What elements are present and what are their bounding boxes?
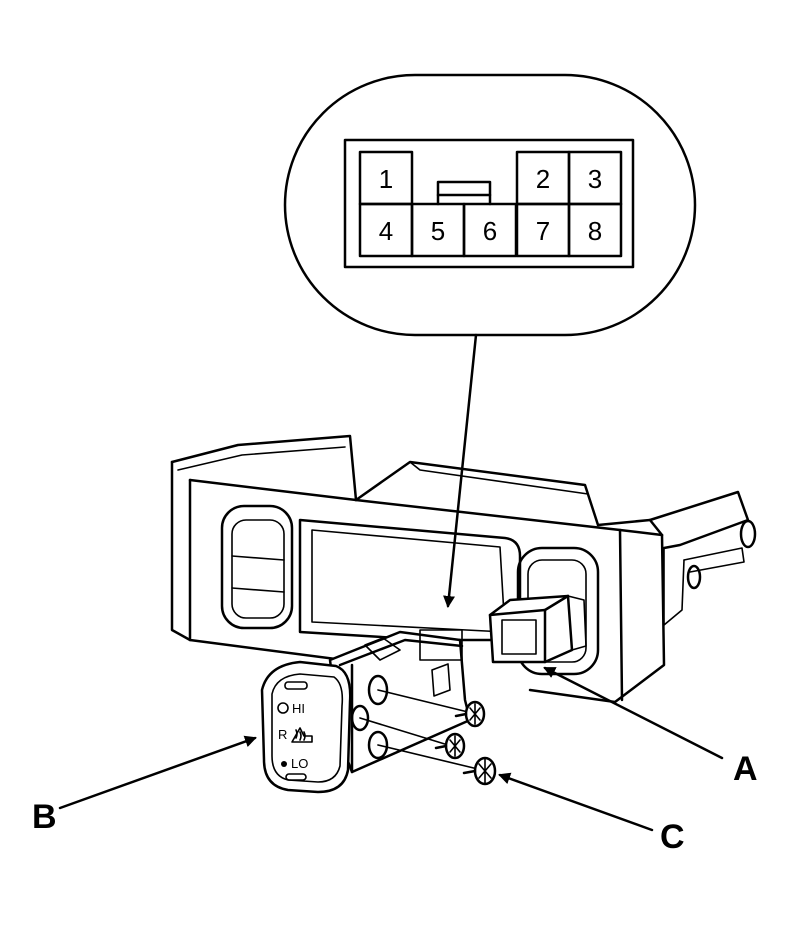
screw-upper <box>454 700 486 728</box>
pin-cell-8 <box>567 202 623 258</box>
screw-lower <box>462 756 497 786</box>
pin-label-7: 7 <box>536 216 550 246</box>
pin-label-5: 5 <box>431 216 445 246</box>
callout-arrow-a <box>543 666 724 760</box>
callout-label-a: A <box>733 750 758 788</box>
seat-heater-switch-b: HI R LO <box>260 629 472 794</box>
switch-lo-label: LO <box>291 756 308 771</box>
pin-label-2: 2 <box>536 164 550 194</box>
callout-arrow-c <box>498 772 654 832</box>
pin-label-4: 4 <box>379 216 393 246</box>
inset-bubble <box>283 73 697 337</box>
screw-middle <box>434 732 466 760</box>
callout-label-b: B <box>32 798 57 836</box>
connector-housing <box>343 138 635 269</box>
switch-rear-label: R <box>278 727 287 742</box>
switch-hi-label: HI <box>292 701 305 716</box>
installed-switch-a <box>488 594 587 664</box>
inset-leader-arrow <box>443 333 478 608</box>
connector-inset: 1 2 3 4 5 6 7 8 <box>283 73 697 337</box>
pin-label-6: 6 <box>483 216 497 246</box>
dashboard-panel <box>170 434 757 704</box>
connector-lock-tab <box>436 180 492 197</box>
callout-label-c: C <box>660 818 685 856</box>
callout-arrow-b <box>58 735 257 810</box>
left-blank-slot <box>220 504 294 630</box>
center-opening <box>298 518 522 642</box>
pin-label-3: 3 <box>588 164 602 194</box>
pin-label-1: 1 <box>379 164 393 194</box>
pin-label-8: 8 <box>588 216 602 246</box>
seat-heater-icon <box>291 727 313 743</box>
